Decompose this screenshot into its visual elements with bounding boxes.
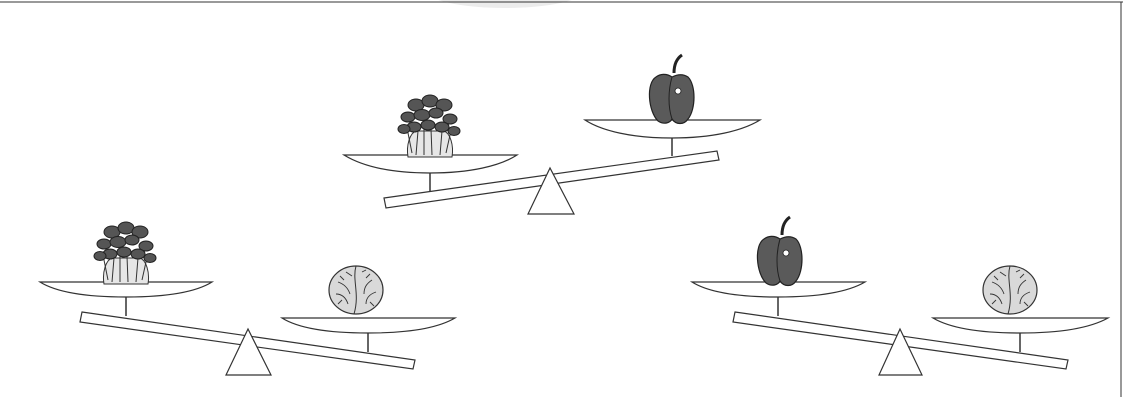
mushroom-cluster bbox=[94, 222, 156, 284]
bottom-right-scale bbox=[692, 217, 1108, 375]
left-pan bbox=[344, 155, 517, 173]
right-pan bbox=[585, 120, 760, 138]
right-pan bbox=[282, 318, 455, 333]
left-pan bbox=[692, 282, 865, 297]
bell-pepper bbox=[649, 55, 694, 124]
cabbage bbox=[983, 266, 1037, 314]
bottom-left-scale bbox=[40, 222, 455, 375]
mushroom-cluster bbox=[398, 95, 460, 157]
watermark-shape bbox=[425, 0, 585, 8]
cabbage bbox=[329, 266, 383, 314]
top-scale bbox=[344, 55, 760, 214]
bell-pepper bbox=[757, 217, 802, 286]
right-pan bbox=[933, 318, 1108, 333]
